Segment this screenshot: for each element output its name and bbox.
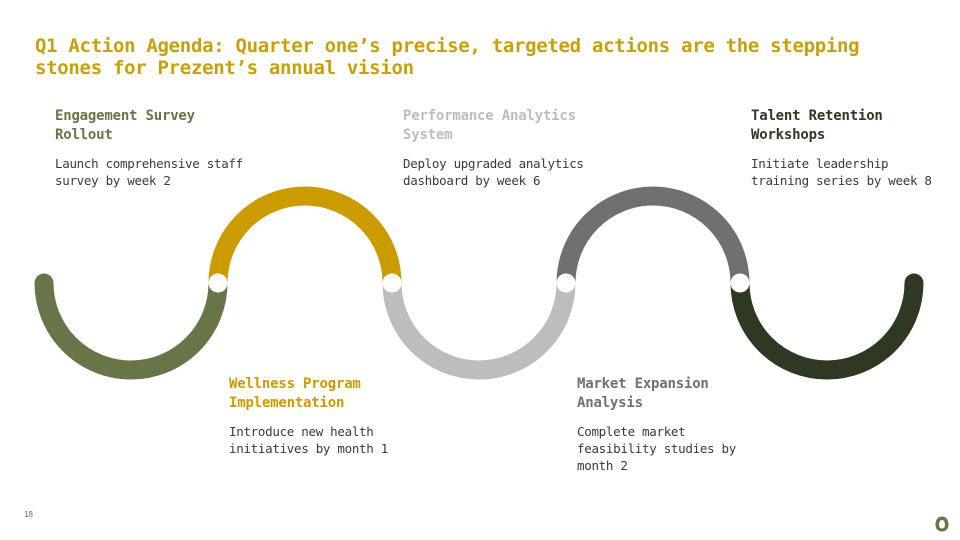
- step-block-3: Performance Analytics System Deploy upgr…: [403, 107, 593, 189]
- wave-segment-5: [730, 273, 924, 380]
- step-title-5: Talent Retention Workshops: [751, 108, 883, 143]
- step-description-5: Initiate leadership training series by w…: [751, 156, 932, 188]
- step-title-4: Market Expansion Analysis: [577, 376, 709, 411]
- prezent-logo-icon: [935, 516, 949, 532]
- wave-segment-4: [556, 186, 750, 284]
- wave-segment-2: [208, 186, 402, 284]
- step-block-4: Market Expansion Analysis Complete marke…: [577, 375, 767, 474]
- step-description-3: Deploy upgraded analytics dashboard by w…: [403, 156, 584, 188]
- wave-junction-dot-1: [208, 273, 228, 293]
- page-number: 18: [24, 510, 33, 519]
- step-title-1: Engagement Survey Rollout: [55, 108, 195, 143]
- wave-junction-dot-4: [730, 273, 750, 293]
- slide-title: Q1 Action Agenda: Quarter one’s precise,…: [35, 35, 860, 79]
- wave-junction-dot-2: [382, 273, 402, 293]
- step-title-2: Wellness Program Implementation: [229, 376, 361, 411]
- step-title-3: Performance Analytics System: [403, 108, 576, 143]
- step-description-4: Complete market feasibility studies by m…: [577, 424, 736, 473]
- step-block-5: Talent Retention Workshops Initiate lead…: [751, 107, 941, 189]
- step-description-2: Introduce new health initiatives by mont…: [229, 424, 388, 456]
- step-block-1: Engagement Survey Rollout Launch compreh…: [55, 107, 245, 189]
- step-block-2: Wellness Program Implementation Introduc…: [229, 375, 419, 457]
- step-description-1: Launch comprehensive staff survey by wee…: [55, 156, 243, 188]
- wave-junction-dot-3: [556, 273, 576, 293]
- wave-segment-1: [34, 273, 228, 380]
- wave-segment-3: [382, 282, 576, 380]
